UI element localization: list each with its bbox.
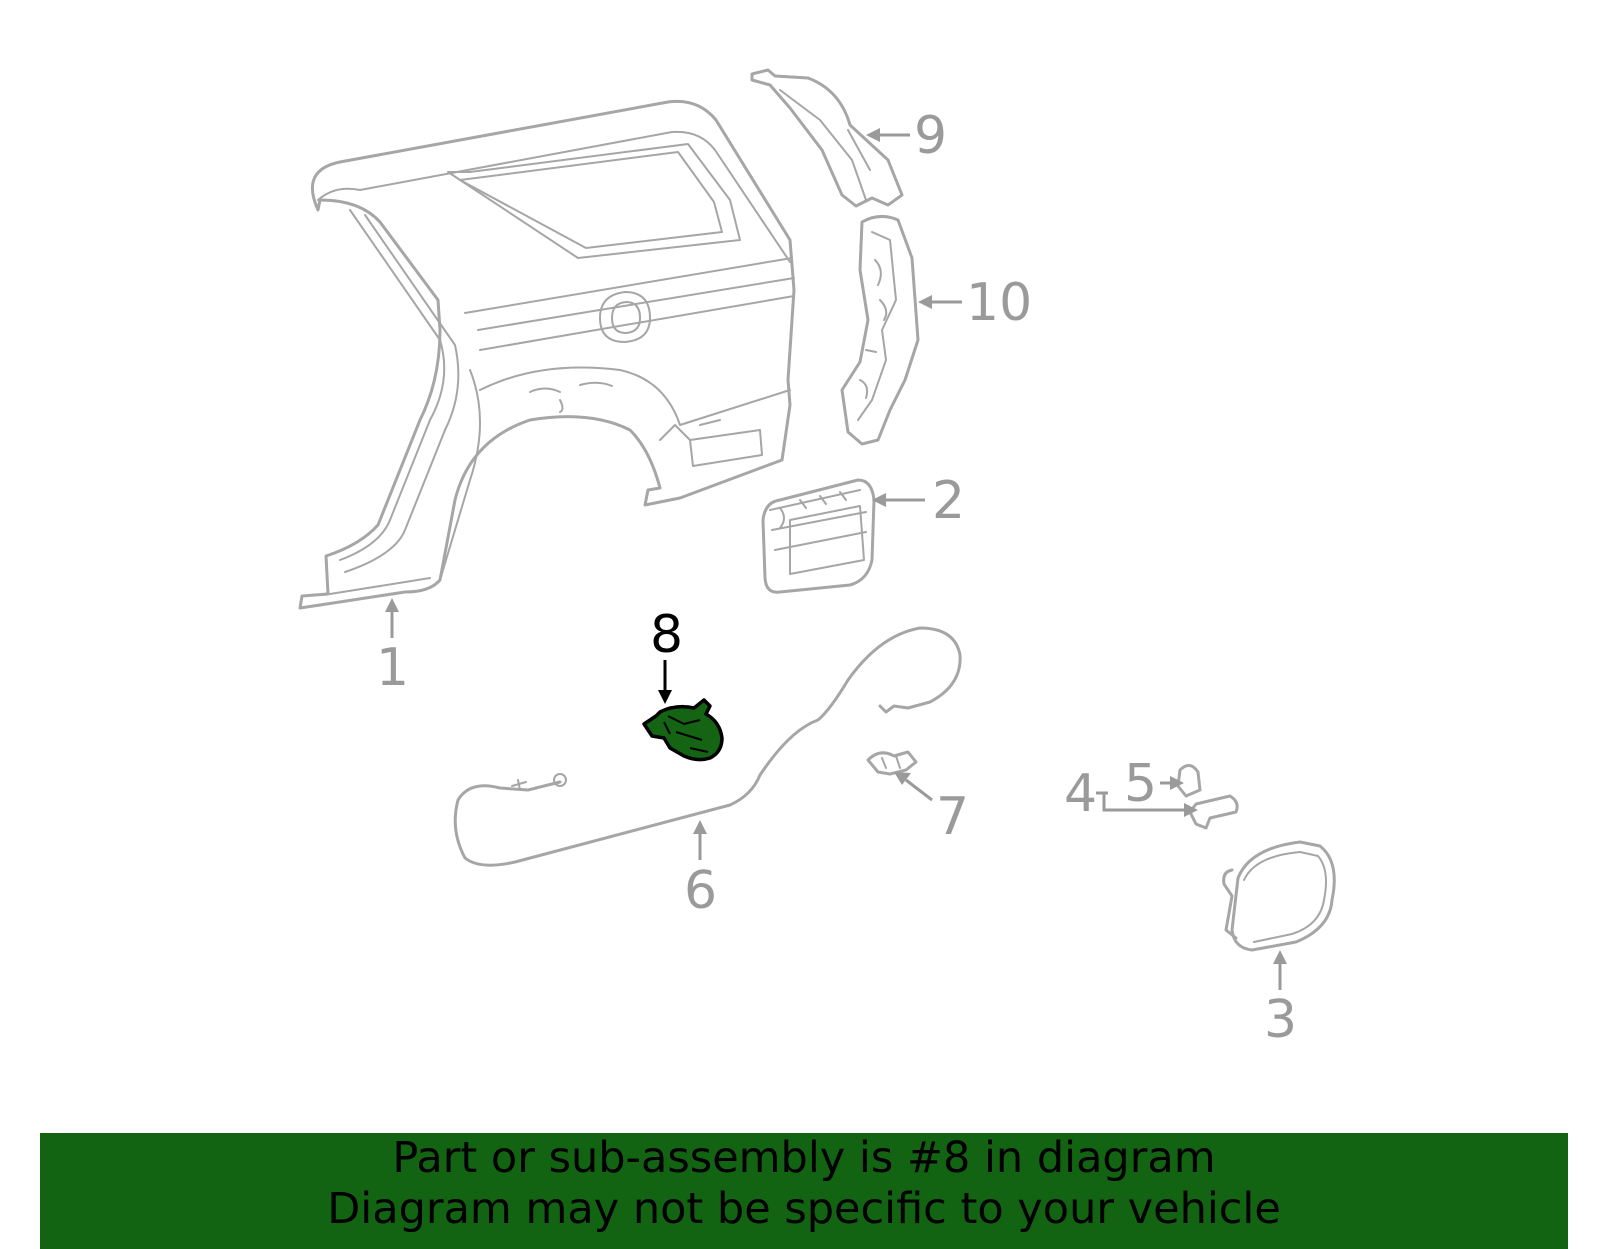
callout-label-7: 7 — [936, 787, 969, 847]
part-5-lock-clip — [1176, 764, 1202, 798]
part-10-inner-panel — [840, 215, 920, 446]
part-6-release-cable — [453, 626, 962, 867]
callout-label-4: 4 — [1064, 764, 1097, 824]
callout-label-8: 8 — [650, 605, 683, 665]
info-banner: Part or sub-assembly is #8 in diagram Di… — [40, 1133, 1568, 1249]
callout-7: 7 — [894, 772, 969, 847]
part-2-filler-housing — [761, 478, 876, 594]
banner-line-2: Diagram may not be specific to your vehi… — [327, 1184, 1281, 1234]
part-8-highlighted-actuator — [642, 698, 724, 762]
callout-10: 10 — [918, 273, 1032, 333]
callout-label-10: 10 — [966, 273, 1032, 333]
banner-line-1: Part or sub-assembly is #8 in diagram — [392, 1133, 1216, 1183]
callout-label-3: 3 — [1264, 990, 1297, 1050]
part-7-clip — [866, 750, 918, 776]
callout-5: 5 — [1124, 754, 1184, 814]
callout-2: 2 — [872, 471, 965, 531]
part-1-quarter-panel — [298, 99, 796, 610]
callout-1: 1 — [376, 598, 409, 698]
callout-8: 8 — [650, 605, 683, 704]
callout-label-6: 6 — [684, 861, 717, 921]
callout-label-9: 9 — [914, 106, 947, 166]
callout-3: 3 — [1264, 950, 1297, 1050]
callout-label-5: 5 — [1124, 754, 1157, 814]
callout-label-2: 2 — [932, 471, 965, 531]
part-4-lock-spring — [1188, 794, 1239, 830]
part-9-pillar-bracket — [750, 68, 904, 208]
callout-label-1: 1 — [376, 638, 409, 698]
part-3-filler-door — [1222, 840, 1336, 952]
callout-6: 6 — [684, 820, 717, 921]
callout-9: 9 — [866, 106, 947, 166]
callout-4: 4 — [1064, 764, 1198, 824]
